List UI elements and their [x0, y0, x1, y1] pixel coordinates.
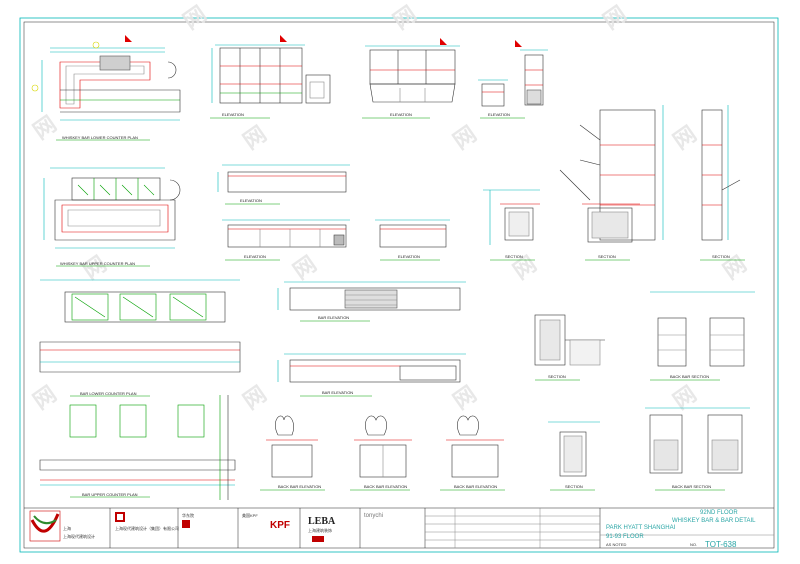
view-title: ELEVATION	[240, 198, 262, 203]
view-title: BAR ELEVATION	[322, 390, 353, 395]
firm-subtitle: 上海现代建筑设计	[63, 533, 95, 539]
view-title: ELEVATION	[398, 254, 420, 259]
drawing-title-2: WHISKEY BAR & BAR DETAIL	[672, 518, 756, 524]
bar-elevation-upper	[277, 281, 466, 311]
view-title: WHISKEY BAR LOWER COUNTER PLAN	[62, 135, 138, 140]
scale-label: AS NOTED	[606, 542, 627, 547]
back-bar-elevation-2	[354, 415, 412, 478]
kpf-logo: KPF	[270, 520, 290, 531]
firm-name-cn: 上海	[63, 525, 71, 531]
leba-badge	[312, 536, 324, 542]
whiskey-bar-upper-counter-plan	[43, 167, 181, 249]
section-counter-medium	[559, 169, 640, 243]
logo-icon	[115, 512, 125, 522]
leba-subtitle: 上海建筑装饰	[308, 527, 332, 533]
kpf-cn: 美国KPF	[242, 512, 258, 518]
view-title: ELEVATION	[488, 112, 510, 117]
title-block	[24, 507, 774, 548]
whiskey-bar-lower-counter-plan	[31, 35, 181, 121]
elevation-lower-counter	[222, 219, 350, 248]
number-label: NO.	[690, 542, 697, 547]
view-title: BACK BAR ELEVATION	[454, 484, 497, 489]
view-title: ELEVATION	[390, 112, 412, 117]
view-title: SECTION	[565, 484, 583, 489]
tonychi-logo: tonychi	[364, 513, 383, 519]
view-title: BAR LOWER COUNTER PLAN	[80, 391, 137, 396]
view-title: BACK BAR ELEVATION	[278, 484, 321, 489]
elevation-long-counter	[217, 164, 350, 193]
elevation-tall-cabinet	[515, 40, 548, 106]
firm-logo	[29, 510, 61, 542]
view-title: SECTION	[712, 254, 730, 259]
view-title: SECTION	[598, 254, 616, 259]
section-back-bar-small	[534, 314, 605, 366]
view-title: BACK BAR ELEVATION	[364, 484, 407, 489]
elevation-back-display	[365, 38, 460, 103]
drawing-title-1: 92ND FLOOR	[700, 510, 738, 516]
back-bar-elevation-3	[446, 415, 504, 478]
section-counter-small	[483, 189, 540, 245]
bar-upper-counter-plan	[39, 395, 236, 500]
elevation-side-counter	[375, 219, 450, 248]
floor-range: 91-93 FLOOR	[606, 534, 644, 540]
leba-logo: LEBA	[308, 516, 336, 527]
elevation-display-shelves	[211, 35, 331, 104]
back-bar-section-upper	[650, 291, 755, 367]
view-title: BACK BAR SECTION	[670, 374, 709, 379]
east-china-institute: 华东院	[182, 512, 194, 518]
section-tall-shelves	[579, 105, 741, 241]
section-back-bar	[548, 421, 600, 477]
bar-lower-counter-plan	[39, 279, 241, 373]
view-title: BAR ELEVATION	[318, 315, 349, 320]
view-title: ELEVATION	[244, 254, 266, 259]
view-title: BAR UPPER COUNTER PLAN	[82, 492, 138, 497]
design-institute: 上海现代建筑设计（集团）有限公司	[115, 525, 179, 531]
view-title: SECTION	[548, 374, 566, 379]
project-name: PARK HYATT SHANGHAI	[606, 525, 676, 531]
view-title: SECTION	[505, 254, 523, 259]
back-bar-section-lower	[645, 407, 750, 474]
institute-logo-icon	[182, 520, 190, 528]
view-title: ELEVATION	[222, 112, 244, 117]
view-title: WHISKEY BAR UPPER COUNTER PLAN	[60, 261, 135, 266]
view-title: BACK BAR SECTION	[672, 484, 711, 489]
elevation-small-cabinet	[478, 79, 508, 107]
inner-border	[23, 21, 775, 549]
outer-border	[19, 17, 779, 553]
drawing-number: TOT-638	[705, 540, 737, 549]
bar-elevation-lower	[277, 353, 466, 383]
